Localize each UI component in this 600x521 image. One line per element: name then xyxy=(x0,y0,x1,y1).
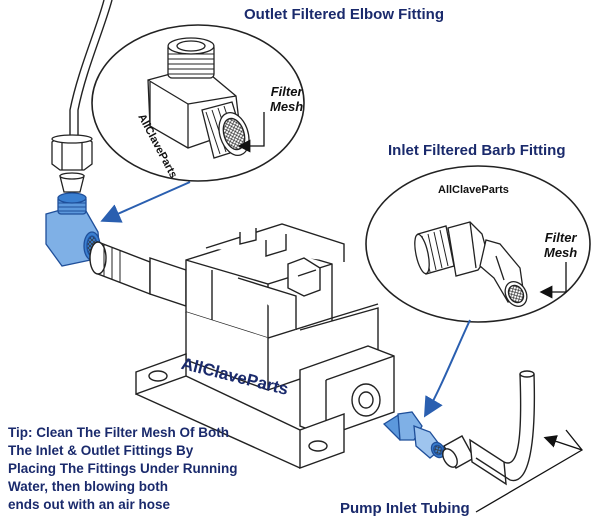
outlet-fitting-title: Outlet Filtered Elbow Fitting xyxy=(244,6,444,23)
cleaning-tip-line1: Tip: Clean The Filter Mesh Of Both xyxy=(8,425,230,440)
outlet-pointer-arrow xyxy=(100,181,191,223)
cleaning-tip: Tip: Clean The Filter Mesh Of Both The I… xyxy=(8,424,238,514)
inlet-brand-watermark: AllClaveParts xyxy=(438,184,509,196)
outlet-tube xyxy=(69,0,113,138)
compression-nut xyxy=(51,134,93,171)
inlet-filter-mesh-label-line2: Mesh xyxy=(544,245,578,260)
cleaning-tip-line2: The Inlet & Outlet Fittings By xyxy=(8,443,194,458)
inlet-pointer-arrow xyxy=(423,319,471,418)
outlet-filter-mesh-label-line1: Filter xyxy=(270,84,303,99)
outlet-filter-mesh-label-line2: Mesh xyxy=(270,99,304,114)
inlet-filter-mesh-label-line1: Filter xyxy=(544,230,577,245)
pump-inlet-tubing xyxy=(442,370,536,486)
inlet-detail-circle xyxy=(365,165,591,323)
cleaning-tip-line5: ends out with an air hose xyxy=(8,497,171,512)
inlet-filter-mesh-label: Filter Mesh xyxy=(544,230,577,260)
inlet-fitting-title: Inlet Filtered Barb Fitting xyxy=(388,142,566,159)
outlet-filter-mesh-label: Filter Mesh xyxy=(270,84,303,114)
pump-inlet-tubing-label: Pump Inlet Tubing xyxy=(340,500,470,517)
ferrule xyxy=(59,172,85,193)
inlet-barb-fitting-small xyxy=(382,411,446,459)
cleaning-tip-line3: Placing The Fittings Under Running xyxy=(8,461,238,476)
pump-body xyxy=(89,223,395,469)
cleaning-tip-line4: Water, then blowing both xyxy=(8,479,168,494)
outlet-detail-circle xyxy=(91,24,305,182)
